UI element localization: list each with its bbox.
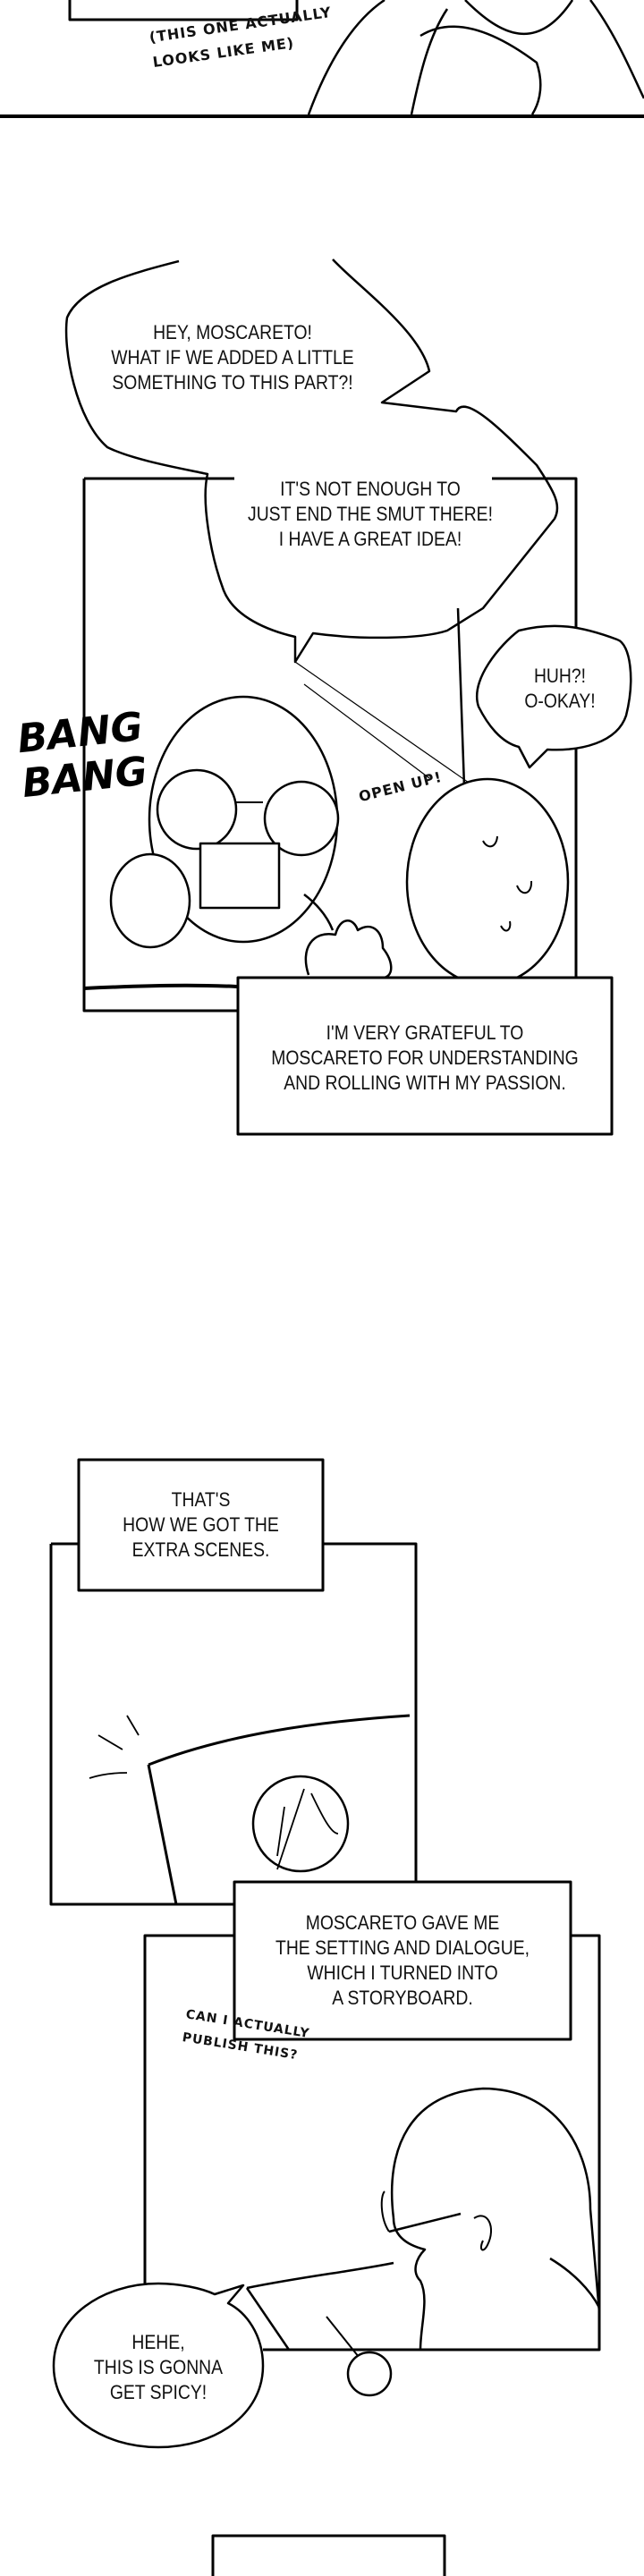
speech-bubble-huh [476, 624, 632, 769]
speech-bubble-hey [64, 258, 559, 664]
bubble-idea-text: IT'S NOT ENOUGH TO JUST END THE SMUT THE… [248, 478, 493, 550]
caption-grateful-text: I'M VERY GRATEFUL TO MOSCARETO FOR UNDER… [271, 1021, 579, 1094]
caption-extra-text: THAT'S HOW WE GOT THE EXTRA SCENES. [123, 1488, 279, 1561]
caption-storyboard-text: MOSCARETO GAVE ME THE SETTING AND DIALOG… [275, 1911, 530, 2009]
bubble-hey-text: HEY, MOSCARETO! WHAT IF WE ADDED A LITTL… [111, 321, 354, 394]
top-panel [0, 0, 644, 118]
panel-storyboard [143, 1934, 601, 2397]
sfx-bang-bang: BANG BANG [15, 703, 150, 808]
speech-bubble-spicy [52, 2282, 265, 2449]
caption-box-extra [77, 1458, 325, 1592]
panel-tablet [49, 1542, 418, 1906]
bubble-spicy-text: HEHE, THIS IS GONNA GET SPICY! [93, 2331, 224, 2403]
panel-door-knock [82, 477, 578, 1013]
caption-box-bottom [211, 2534, 446, 2576]
bubble-huh-text: HUH?! O-OKAY! [524, 665, 596, 712]
caption-box-grateful [236, 976, 614, 1136]
caption-box-storyboard [233, 1880, 572, 2041]
